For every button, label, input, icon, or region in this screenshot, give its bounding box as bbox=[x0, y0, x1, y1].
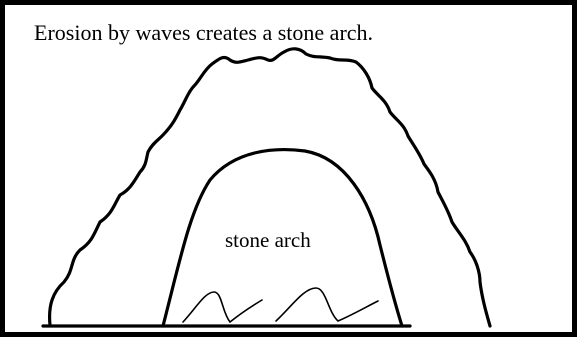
outer-rock-outline-icon bbox=[50, 49, 490, 326]
wave-squiggle-left-icon bbox=[183, 292, 262, 322]
wave-squiggle-right-icon bbox=[276, 288, 378, 321]
inner-arch-label: stone arch bbox=[225, 228, 311, 252]
